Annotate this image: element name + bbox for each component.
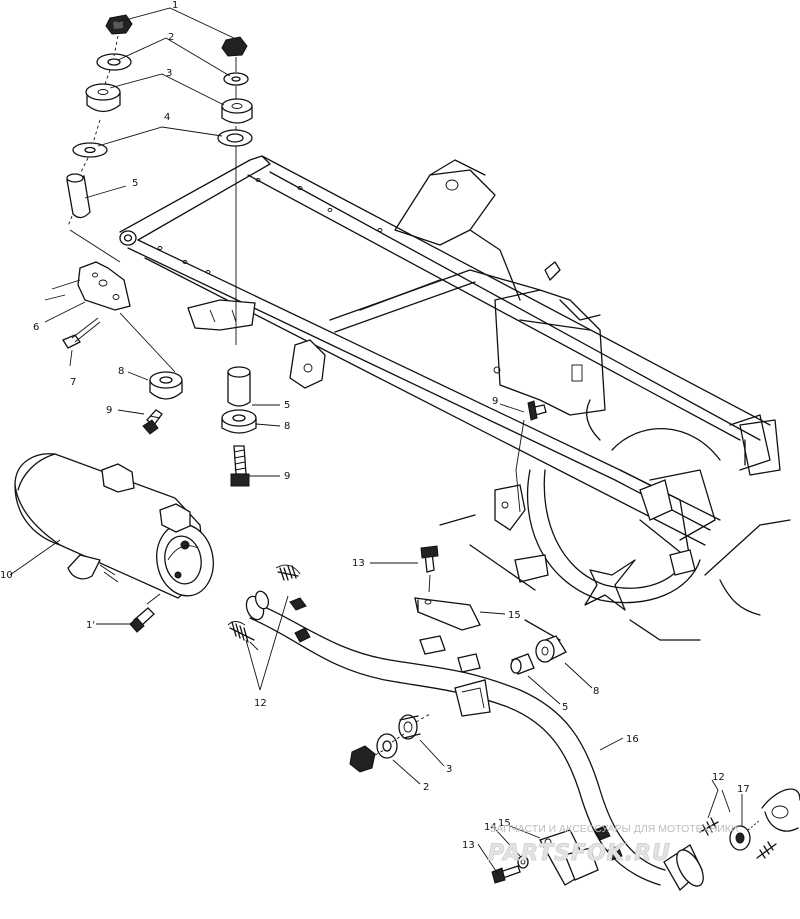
callout-13-lower: 13	[462, 840, 475, 851]
callout-4: 4	[164, 112, 170, 123]
callout-2: 2	[168, 32, 174, 43]
callout-8-right: 8	[593, 686, 599, 697]
callout-3: 3	[166, 68, 172, 79]
exhaust-pipe	[245, 590, 704, 892]
callout-11: 1'	[86, 620, 95, 631]
lower-mount-stack	[221, 366, 257, 487]
callout-10: 10	[0, 570, 13, 581]
callout-8: 8	[118, 366, 124, 377]
frame	[119, 155, 791, 641]
muffler	[14, 453, 214, 633]
callout-12: 12	[254, 698, 267, 709]
bracket-15	[414, 545, 599, 886]
callout-2-lower: 2	[423, 782, 429, 793]
bracket-6	[44, 229, 183, 435]
watermark: ЗАПЧАСТИ И АКСЕССУАРЫ ДЛЯ МОТОТЕХНИКИ PA…	[488, 823, 739, 867]
callout-17: 17	[737, 784, 750, 795]
callout-12-right: 12	[712, 772, 725, 783]
right-hardware	[349, 400, 800, 851]
callout-15-lower: 15	[498, 818, 511, 829]
callout-14: 14	[484, 822, 497, 833]
springs	[227, 564, 777, 859]
callout-labels: 1 2 3 4 5 6 7 8 9 5 8 9 9 10 1' 12 13 15…	[0, 0, 750, 851]
callout-16: 16	[626, 734, 639, 745]
callout-9-right: 9	[492, 396, 498, 407]
callout-9-lower: 9	[284, 471, 290, 482]
callout-5-lower: 5	[284, 400, 290, 411]
callout-9: 9	[106, 405, 112, 416]
callout-13: 13	[352, 558, 365, 569]
callout-5-right: 5	[562, 702, 568, 713]
right-mount-stack	[217, 36, 253, 345]
callout-15: 15	[508, 610, 521, 621]
left-mount-stack	[66, 14, 133, 227]
callout-5: 5	[132, 178, 138, 189]
callout-6: 6	[33, 322, 39, 333]
callout-7: 7	[70, 377, 76, 388]
callout-3-lower: 3	[446, 764, 452, 775]
leader-lines	[9, 7, 743, 875]
callout-1: 1	[172, 0, 178, 11]
watermark-brand: PARTSFOK.RU	[488, 841, 671, 866]
callout-8-lower: 8	[284, 421, 290, 432]
watermark-tagline: ЗАПЧАСТИ И АКСЕССУАРЫ ДЛЯ МОТОТЕХНИКИ	[490, 823, 738, 835]
